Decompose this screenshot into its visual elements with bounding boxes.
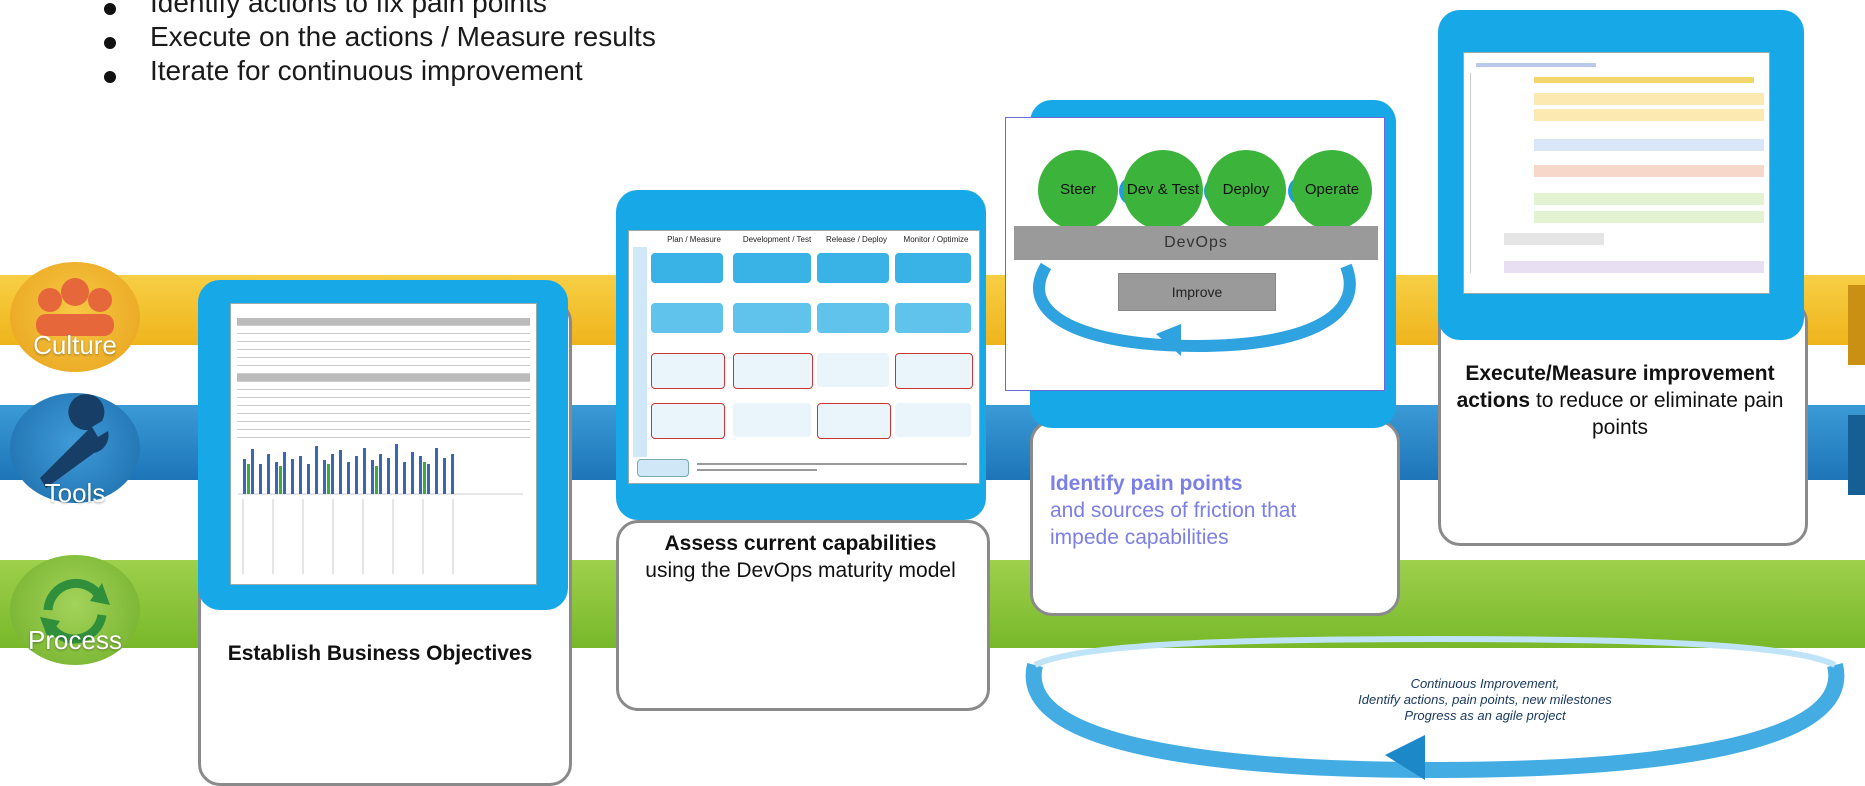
maturity-cell <box>651 353 725 389</box>
steer-step: Steer <box>1038 150 1118 230</box>
identify-caption: Identify pain points and sources of fric… <box>1050 470 1370 551</box>
culture-ribbon-end <box>1848 285 1865 365</box>
assess-caption-text: using the DevOps maturity model <box>645 559 956 582</box>
people-icon <box>36 278 114 336</box>
assessment-table-thumbnail <box>230 303 537 585</box>
bullet-text: Execute on the actions / Measure results <box>150 21 656 52</box>
loop-caption: Continuous Improvement, Identify actions… <box>1245 676 1725 724</box>
maturity-cell <box>895 303 971 333</box>
maturity-cell <box>651 303 723 333</box>
bullet-item: Identify actions to fix pain points <box>100 0 800 20</box>
maturity-legend-box <box>637 459 689 477</box>
maturity-cell <box>733 303 811 333</box>
roadmap-thumbnail <box>1463 52 1770 294</box>
bullet-item: Execute on the actions / Measure results <box>100 20 800 54</box>
bullet-text: Iterate for continuous improvement <box>150 55 583 86</box>
devops-bar: DevOps <box>1014 226 1378 260</box>
bar-chart-thumbnail <box>238 444 523 574</box>
assess-card <box>616 520 990 711</box>
loop-line: Continuous Improvement, <box>1410 676 1560 691</box>
maturity-cell <box>895 403 971 437</box>
identify-caption-bold: Identify pain points <box>1050 472 1243 495</box>
culture-icon <box>10 262 140 372</box>
devops-cycle-thumbnail: Steer Dev & Test Deploy Operate DevOps I… <box>1005 117 1385 391</box>
maturity-column-header: Release / Deploy <box>826 235 887 244</box>
maturity-cell <box>651 403 725 439</box>
maturity-column-header: Plan / Measure <box>667 235 721 244</box>
identify-caption-text: and sources of friction that impede capa… <box>1050 499 1297 549</box>
execute-caption-text: to reduce or eliminate pain points <box>1535 389 1784 439</box>
improve-loop-arrow <box>1033 262 1356 356</box>
dev-test-step: Dev & Test <box>1123 150 1203 230</box>
bullet-list: Identify actions to fix pain points Exec… <box>100 0 800 88</box>
bullet-item: Iterate for continuous improvement <box>100 54 800 88</box>
maturity-cell <box>733 353 813 389</box>
maturity-cell <box>817 403 891 439</box>
execute-card <box>1438 300 1808 546</box>
maturity-column-header: Development / Test <box>742 235 812 244</box>
establish-caption-bold: Establish Business Objectives <box>227 642 533 665</box>
establish-caption: Establish Business Objectives <box>220 640 540 667</box>
maturity-model-thumbnail: Plan / Measure Development / Test Releas… <box>628 230 980 484</box>
maturity-cell <box>817 303 889 333</box>
bullet-dot-icon <box>104 3 116 15</box>
tools-label: Tools <box>44 478 106 508</box>
tools-ribbon-end <box>1848 415 1865 495</box>
maturity-cell <box>895 253 971 283</box>
culture-label: Culture <box>33 330 117 360</box>
maturity-column-header: Monitor / Optimize <box>903 235 969 244</box>
execute-caption-bold: Execute/Measure improvement actions <box>1456 362 1775 412</box>
tools-icon <box>10 393 140 503</box>
maturity-footnote-line <box>697 463 967 465</box>
maturity-footnote-line <box>697 469 817 471</box>
bullet-dot-icon <box>104 37 116 49</box>
deploy-step: Deploy <box>1206 150 1286 230</box>
bullet-dot-icon <box>104 71 116 83</box>
continuous-improvement-loop-arrow <box>1025 635 1845 780</box>
improve-box: Improve <box>1118 273 1276 311</box>
assess-caption-bold: Assess current capabilities <box>664 532 937 555</box>
process-label: Process <box>28 625 122 655</box>
execute-caption: Execute/Measure improvement actions to r… <box>1440 360 1800 441</box>
maturity-cell <box>817 253 889 283</box>
maturity-cell <box>733 403 811 437</box>
maturity-cell <box>651 253 723 283</box>
process-icon <box>10 555 140 665</box>
loop-line: Identify actions, pain points, new miles… <box>1358 692 1612 707</box>
maturity-cell <box>733 253 811 283</box>
assess-caption: Assess current capabilities using the De… <box>628 530 973 584</box>
bullet-text: Identify actions to fix pain points <box>150 0 547 18</box>
loop-line: Progress as an agile project <box>1404 708 1566 723</box>
maturity-level-strip <box>633 247 647 457</box>
operate-step: Operate <box>1292 150 1372 230</box>
maturity-cell <box>895 353 973 389</box>
cycle-arrows-icon <box>40 578 110 644</box>
maturity-cell <box>817 353 889 387</box>
wrench-icon <box>40 394 109 488</box>
